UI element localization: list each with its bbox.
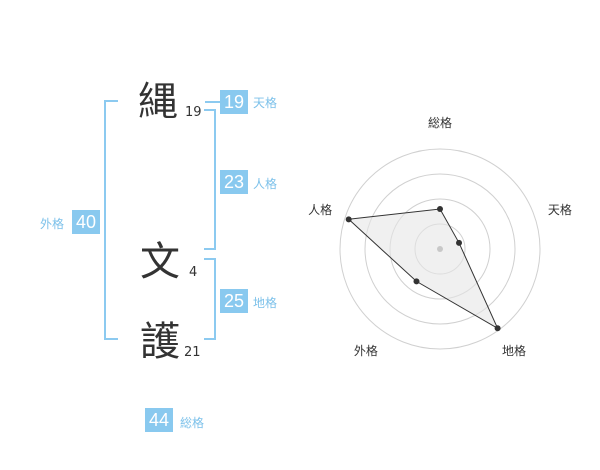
tenkaku-value: 19	[220, 90, 248, 114]
radar-axis-label: 総格	[428, 115, 452, 130]
stroke-count-1: 19	[185, 105, 202, 120]
radar-area	[347, 208, 499, 330]
stroke-count-2: 4	[189, 265, 198, 280]
gaikaku-label: 外格	[40, 217, 65, 231]
radar-axis-label: 地格	[502, 343, 526, 358]
radar-center	[437, 246, 443, 252]
radar-point-4	[413, 278, 420, 285]
name-char-3: 護	[140, 319, 180, 365]
radar-point-5	[345, 216, 352, 223]
chikaku-label: 地格	[253, 296, 278, 310]
radar-axis-label: 外格	[354, 343, 378, 358]
radar-axis-label: 人格	[308, 202, 332, 217]
soukaku-value: 44	[145, 408, 173, 432]
jinkaku-bracket	[204, 109, 216, 250]
gaikaku-bracket	[104, 100, 118, 340]
radar-ring	[339, 148, 541, 350]
radar-point-2	[456, 239, 463, 246]
radar-point-3	[494, 325, 501, 332]
soukaku-label: 総格	[180, 416, 205, 430]
jinkaku-label: 人格	[253, 177, 278, 191]
stroke-count-3: 21	[184, 345, 201, 360]
chikaku-bracket	[204, 258, 216, 340]
radar-axis-label: 天格	[548, 202, 572, 217]
jinkaku-value: 23	[220, 170, 248, 194]
radar-point-1	[437, 206, 443, 212]
name-char-2: 文	[140, 239, 180, 285]
gaikaku-value: 40	[72, 210, 100, 234]
chikaku-value: 25	[220, 289, 248, 313]
radar-ring	[364, 173, 516, 325]
tenkaku-connector	[205, 101, 221, 103]
name-char-1: 縄	[138, 79, 178, 125]
tenkaku-label: 天格	[253, 96, 278, 110]
